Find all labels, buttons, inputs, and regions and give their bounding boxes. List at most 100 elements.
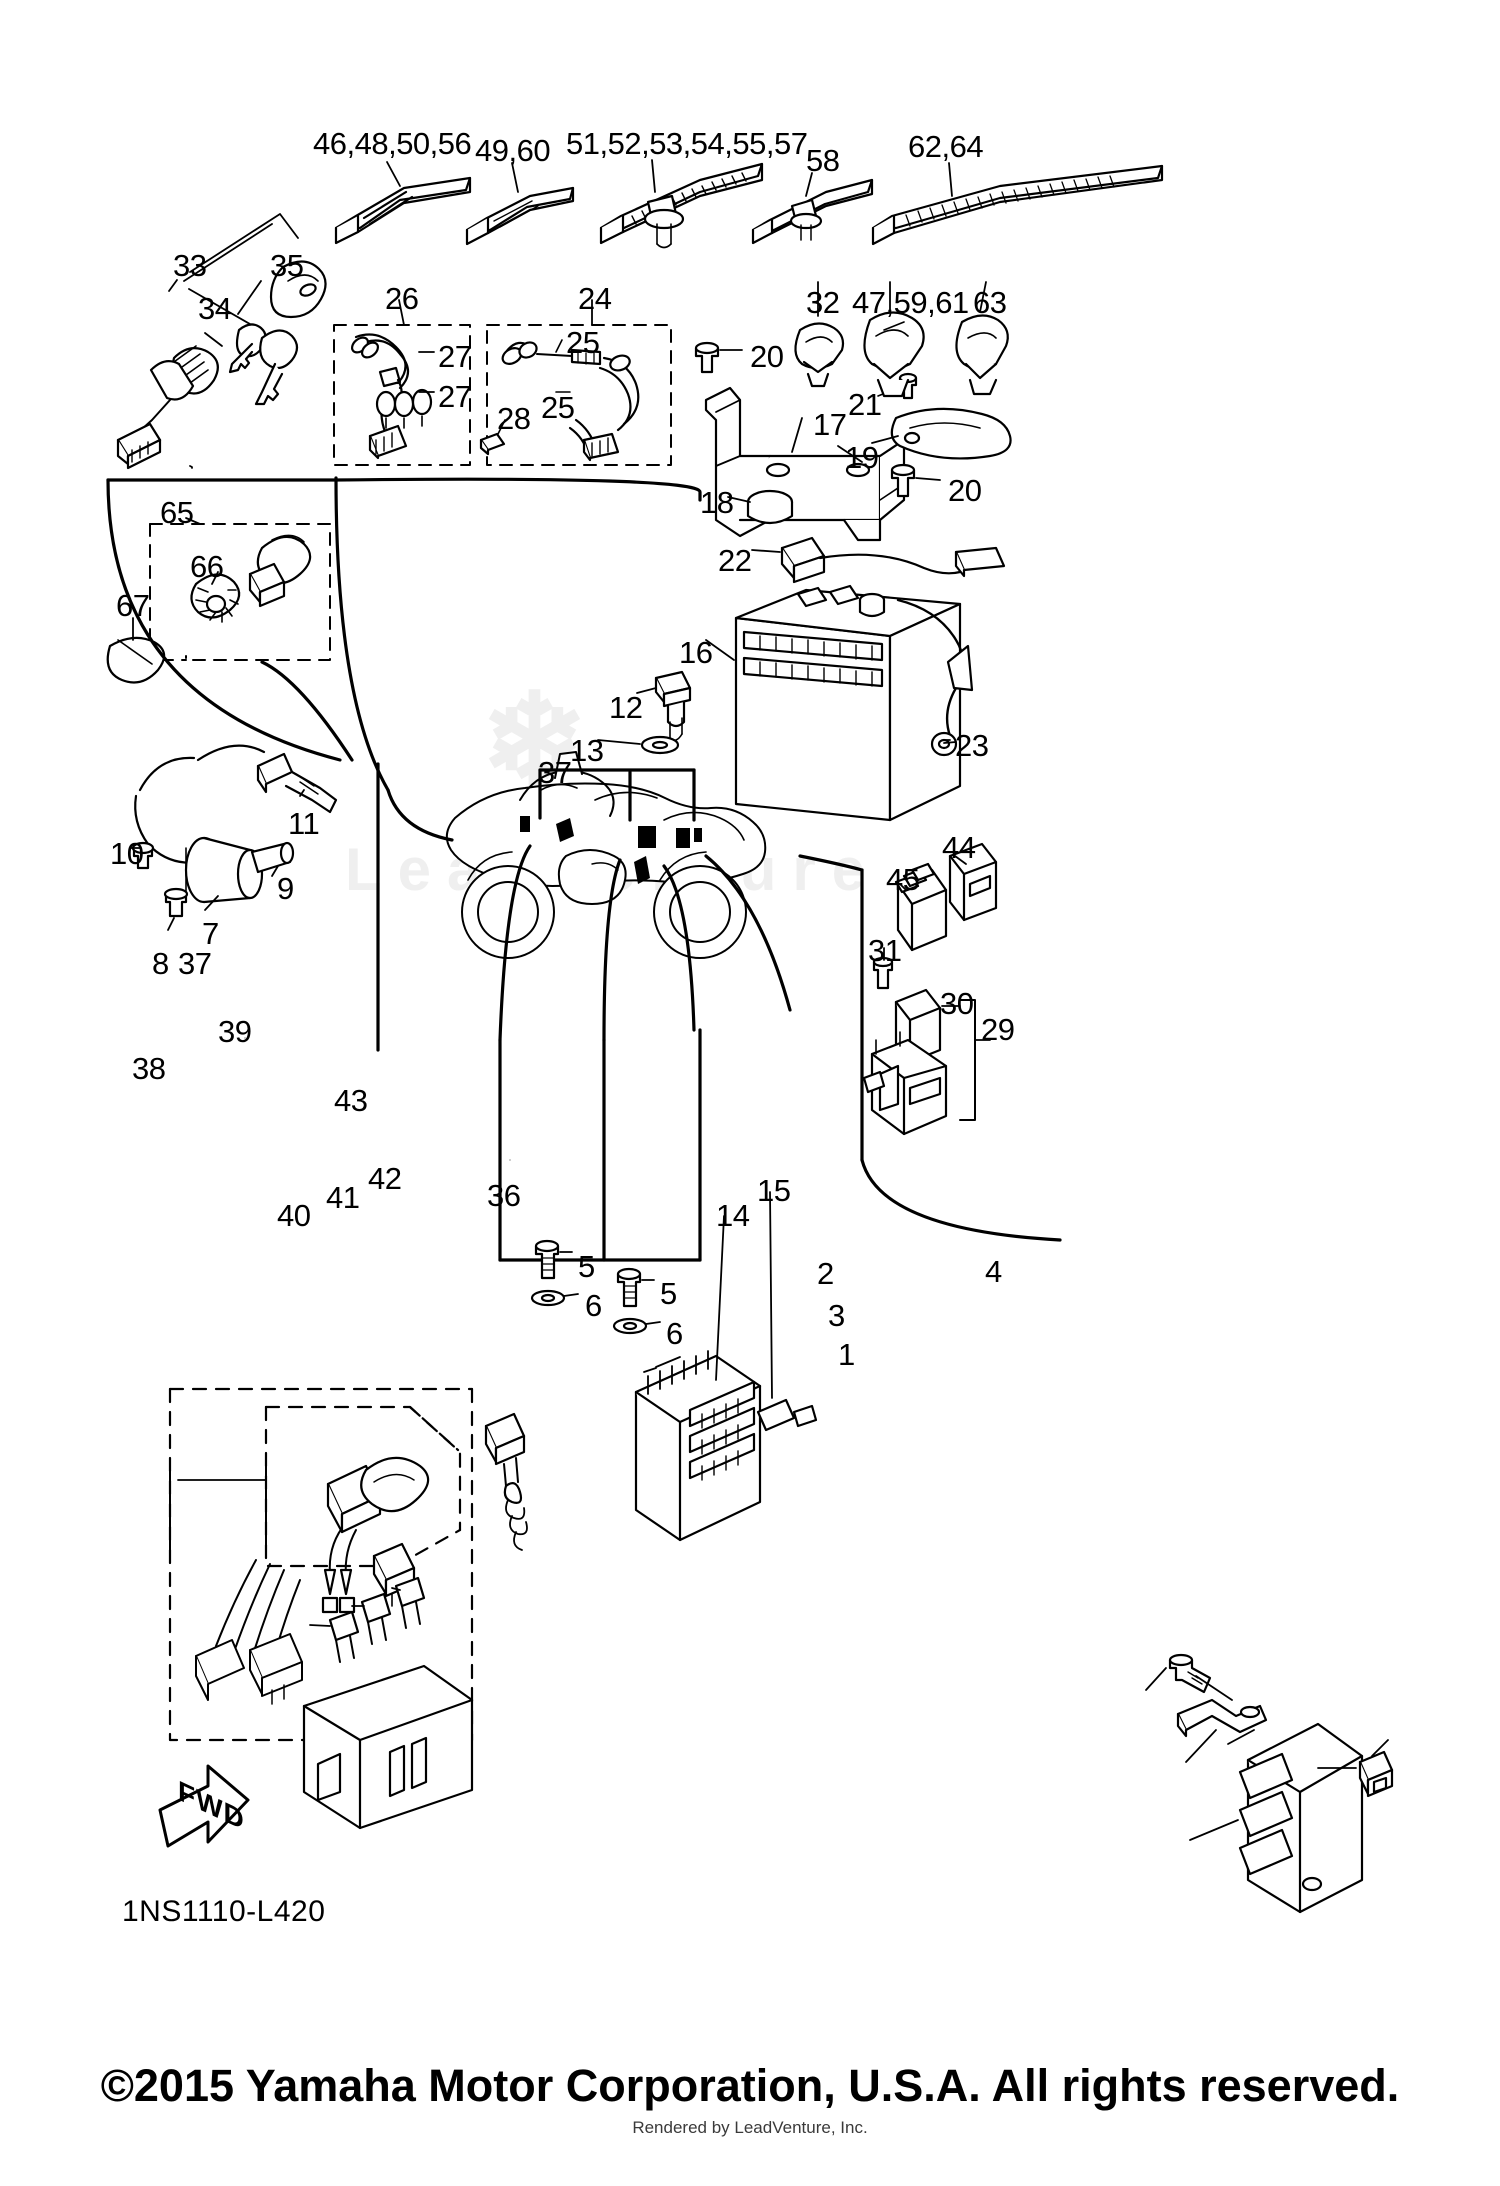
atv-illustration	[445, 751, 767, 959]
callout-19: 19	[845, 440, 879, 475]
callout-40: 40	[277, 1198, 311, 1233]
part-washer-13	[597, 735, 680, 755]
callout-18: 18	[700, 485, 734, 520]
callout-5-b: 5	[660, 1276, 677, 1311]
part-washer-6-b	[612, 1317, 661, 1335]
callout-47-59-61: 47,59,61	[852, 285, 969, 320]
callout-65: 65	[160, 495, 194, 530]
callout-46-48-50-56: 46,48,50,56	[313, 126, 472, 161]
part-cover-19	[871, 407, 1012, 460]
part-battery-16	[705, 584, 962, 822]
part-battery-lead-22	[751, 536, 1006, 584]
callout-13: 13	[570, 733, 604, 768]
callout-6-b: 6	[666, 1316, 683, 1351]
part-sensor-36	[484, 1159, 528, 1551]
part-bolt-5-a	[534, 1239, 573, 1280]
callout-62-64: 62,64	[908, 129, 984, 164]
part-bolt-5-b	[616, 1267, 655, 1308]
leader-lines	[106, 476, 1062, 1262]
callout-12: 12	[609, 690, 643, 725]
part-damper-18	[727, 489, 794, 525]
part-65-contents	[185, 517, 312, 623]
callout-39: 39	[218, 1014, 252, 1049]
callout-20-upper: 20	[750, 339, 784, 374]
callout-58: 58	[806, 143, 840, 178]
part-tie-51-57	[599, 159, 764, 249]
part-bolt-10	[130, 841, 155, 870]
part-band-49-60	[465, 162, 575, 246]
part-keys-34	[228, 323, 299, 406]
part-screw-2	[1145, 1653, 1233, 1701]
callout-37-upper: 37	[538, 755, 572, 790]
part-thermo-sensor-12	[636, 670, 692, 742]
callout-22: 22	[718, 543, 752, 578]
callout-10: 10	[110, 836, 144, 871]
callout-41: 41	[326, 1180, 360, 1215]
callout-17: 17	[813, 407, 847, 442]
part-washer-6-a	[530, 1289, 579, 1307]
callout-45: 45	[886, 862, 920, 897]
part-key-cover-35	[269, 260, 327, 319]
callout-63: 63	[973, 285, 1007, 320]
callout-44: 44	[942, 830, 976, 865]
bracket-38	[169, 1465, 267, 1557]
part-clamp-32	[794, 322, 845, 388]
part-clamp-63	[955, 314, 1009, 396]
part-coupler-4	[1317, 1739, 1394, 1798]
callout-37-lower: 37	[178, 946, 212, 981]
callout-43: 43	[334, 1083, 368, 1118]
part-bolt-20-upper	[694, 341, 743, 374]
part-cap-66	[190, 571, 241, 623]
part-grommet-28	[479, 419, 506, 456]
part-bracket-3	[1176, 1698, 1268, 1763]
callout-42: 42	[368, 1161, 402, 1196]
callout-24: 24	[578, 281, 612, 316]
callout-16: 16	[679, 635, 713, 670]
callout-3: 3	[828, 1298, 845, 1333]
part-code-label: 1NS1110-L420	[122, 1895, 326, 1928]
callout-51-52-53-54-55-57: 51,52,53,54,55,57	[566, 126, 808, 161]
part-starter-relay-group	[130, 744, 338, 931]
callout-35: 35	[270, 248, 304, 283]
callout-25-lower: 25	[541, 390, 575, 425]
part-bolt-20-lower	[890, 463, 941, 498]
part-ignition-switch-assembly-33	[116, 213, 327, 470]
callout-67: 67	[116, 588, 150, 623]
footer-rendered-by: Rendered by LeadVenture, Inc.	[632, 2118, 868, 2137]
callout-2: 2	[817, 1256, 834, 1291]
part-bolt-8	[163, 887, 189, 931]
part-fuse-67	[106, 617, 166, 684]
callout-15: 15	[757, 1173, 791, 1208]
callout-38: 38	[132, 1051, 166, 1086]
callout-4: 4	[985, 1254, 1002, 1289]
part-bolt-15	[756, 1191, 818, 1432]
part-tie-58	[751, 172, 874, 245]
callout-31: 31	[868, 933, 902, 968]
callout-8: 8	[152, 946, 169, 981]
callout-1: 1	[838, 1337, 855, 1372]
part-relay-7	[184, 836, 264, 911]
callout-30: 30	[940, 986, 974, 1021]
callout-34: 34	[198, 291, 232, 326]
callout-66: 66	[190, 549, 224, 584]
callout-26: 26	[385, 281, 419, 316]
part-24-contents	[501, 299, 640, 462]
callout-11: 11	[288, 806, 320, 841]
part-ecu-1	[1189, 1722, 1364, 1914]
callout-25-upper: 25	[566, 325, 600, 360]
callout-21: 21	[848, 387, 882, 422]
part-tie-62-64	[871, 162, 1164, 246]
footer-copyright: ©2015 Yamaha Motor Corporation, U.S.A. A…	[100, 2060, 1400, 2111]
callout-5-a: 5	[578, 1249, 595, 1284]
callout-27-lower: 27	[438, 379, 472, 414]
dashed-box-26	[333, 324, 471, 466]
callout-14: 14	[716, 1198, 750, 1233]
part-39	[244, 1037, 430, 1614]
callout-36: 36	[487, 1178, 521, 1213]
callout-23: 23	[955, 728, 989, 763]
part-connector-11	[256, 752, 338, 814]
dashed-box-24	[486, 324, 672, 466]
relay-assembly-29	[862, 842, 998, 1136]
